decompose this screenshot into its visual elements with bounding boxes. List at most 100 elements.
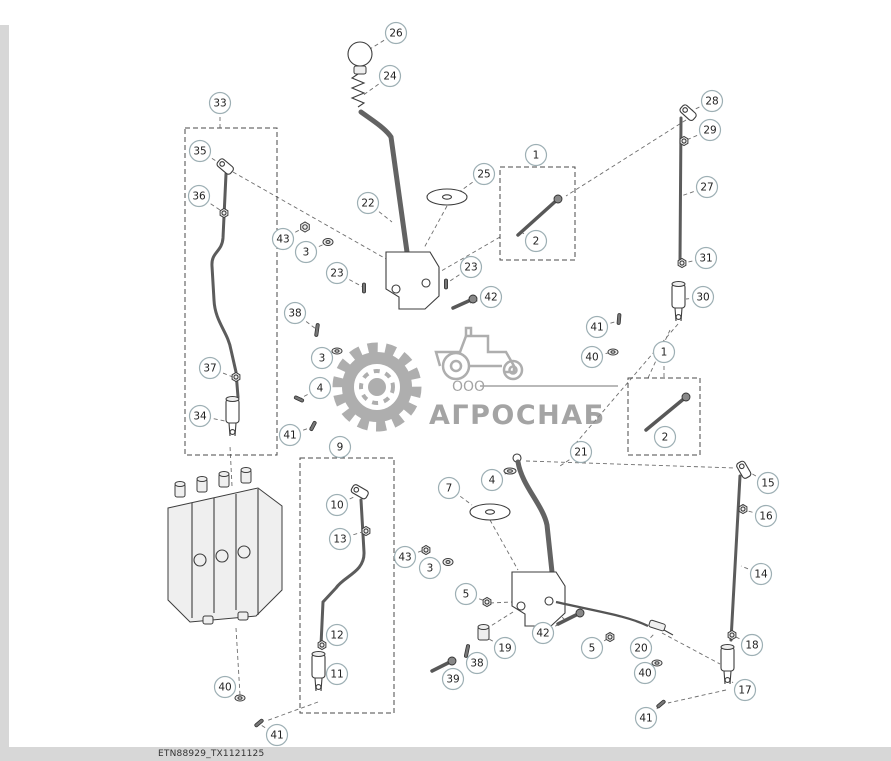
leader-line bbox=[559, 451, 582, 467]
callout-5: 5 bbox=[580, 636, 604, 660]
svg-text:34: 34 bbox=[193, 411, 207, 423]
svg-text:42: 42 bbox=[484, 292, 497, 304]
leader-line bbox=[448, 487, 473, 506]
svg-text:42: 42 bbox=[536, 628, 549, 640]
callout-11: 11 bbox=[325, 662, 349, 686]
clevis-end bbox=[225, 396, 240, 437]
svg-text:4: 4 bbox=[317, 383, 324, 395]
watermark-prefix: ООО bbox=[452, 379, 485, 395]
hex-nut bbox=[361, 525, 371, 537]
rod-end-clevis bbox=[216, 158, 234, 175]
svg-text:43: 43 bbox=[398, 552, 411, 564]
svg-text:18: 18 bbox=[745, 640, 758, 652]
hex-nut bbox=[677, 257, 687, 269]
leader-line bbox=[199, 415, 226, 422]
leader-line bbox=[367, 202, 393, 223]
callout-3: 3 bbox=[310, 346, 334, 370]
leader-line bbox=[235, 627, 241, 696]
washer bbox=[503, 467, 517, 475]
svg-text:36: 36 bbox=[192, 191, 206, 203]
bolt bbox=[451, 294, 478, 310]
callout-34: 34 bbox=[188, 404, 212, 428]
hydraulic-valve-block bbox=[167, 467, 283, 625]
callout-33: 33 bbox=[208, 91, 232, 115]
svg-text:41: 41 bbox=[283, 430, 296, 442]
callout-42: 42 bbox=[531, 621, 555, 645]
bolt bbox=[516, 194, 563, 237]
knob-neck bbox=[353, 65, 367, 75]
svg-text:24: 24 bbox=[383, 71, 397, 83]
callout-22: 22 bbox=[356, 191, 380, 215]
svg-text:4: 4 bbox=[489, 475, 496, 487]
callout-3: 3 bbox=[418, 556, 442, 580]
callout-25: 25 bbox=[472, 162, 496, 186]
bolt bbox=[430, 656, 457, 673]
leader-line bbox=[485, 611, 514, 630]
svg-text:12: 12 bbox=[330, 630, 343, 642]
callout-12: 12 bbox=[325, 623, 349, 647]
bent-rod-33 bbox=[210, 172, 240, 399]
svg-text:13: 13 bbox=[333, 534, 346, 546]
washer bbox=[651, 659, 663, 667]
callout-23: 23 bbox=[459, 255, 483, 279]
svg-text:40: 40 bbox=[218, 682, 231, 694]
svg-text:41: 41 bbox=[590, 322, 603, 334]
svg-text:2: 2 bbox=[533, 236, 540, 248]
rod-14 bbox=[729, 474, 742, 642]
group-boxes bbox=[184, 127, 701, 714]
svg-text:31: 31 bbox=[699, 253, 712, 265]
hex-nut bbox=[317, 639, 327, 651]
callout-14: 14 bbox=[749, 562, 773, 586]
callout-43: 43 bbox=[271, 227, 295, 251]
svg-text:3: 3 bbox=[427, 563, 434, 575]
svg-text:21: 21 bbox=[574, 447, 587, 459]
callout-4: 4 bbox=[480, 468, 504, 492]
hex-nut bbox=[421, 544, 431, 556]
tractor-icon bbox=[434, 326, 524, 381]
callout-26: 26 bbox=[384, 21, 408, 45]
svg-text:28: 28 bbox=[705, 96, 718, 108]
callout-21: 21 bbox=[569, 440, 593, 464]
callout-23: 23 bbox=[325, 261, 349, 285]
lever-bracket-lower bbox=[511, 571, 566, 627]
rod-end-clevis bbox=[350, 484, 369, 500]
bolt bbox=[556, 608, 585, 626]
callout-28: 28 bbox=[700, 89, 724, 113]
svg-text:40: 40 bbox=[585, 352, 598, 364]
callout-41: 41 bbox=[278, 423, 302, 447]
svg-text:37: 37 bbox=[203, 363, 216, 375]
callout-9: 9 bbox=[328, 435, 352, 459]
leader-line bbox=[647, 329, 671, 379]
gear-icon bbox=[332, 342, 422, 432]
callout-20: 20 bbox=[629, 636, 653, 660]
bushing-19 bbox=[477, 624, 490, 641]
leader-line bbox=[435, 236, 501, 275]
hex-nut bbox=[300, 221, 310, 233]
svg-text:25: 25 bbox=[477, 169, 490, 181]
callout-42: 42 bbox=[479, 285, 503, 309]
leader-line bbox=[565, 119, 687, 197]
hex-nut bbox=[605, 631, 615, 643]
svg-text:20: 20 bbox=[634, 643, 647, 655]
leader-line bbox=[361, 75, 391, 97]
hex-nut bbox=[679, 135, 689, 147]
leader-line bbox=[198, 195, 224, 213]
hex-nut bbox=[219, 207, 229, 219]
callout-2: 2 bbox=[524, 229, 548, 253]
callout-38: 38 bbox=[283, 301, 307, 325]
svg-text:38: 38 bbox=[288, 308, 301, 320]
svg-text:19: 19 bbox=[498, 643, 511, 655]
callout-16: 16 bbox=[754, 504, 778, 528]
leader-line bbox=[336, 272, 364, 288]
clevis-end bbox=[720, 644, 735, 685]
washer bbox=[322, 238, 334, 246]
svg-text:41: 41 bbox=[639, 713, 652, 725]
callout-4: 4 bbox=[308, 376, 332, 400]
washer bbox=[234, 694, 246, 702]
rod-end-clevis bbox=[679, 104, 697, 122]
svg-text:11: 11 bbox=[330, 669, 343, 681]
callout-40: 40 bbox=[580, 345, 604, 369]
spring-24 bbox=[350, 73, 366, 108]
